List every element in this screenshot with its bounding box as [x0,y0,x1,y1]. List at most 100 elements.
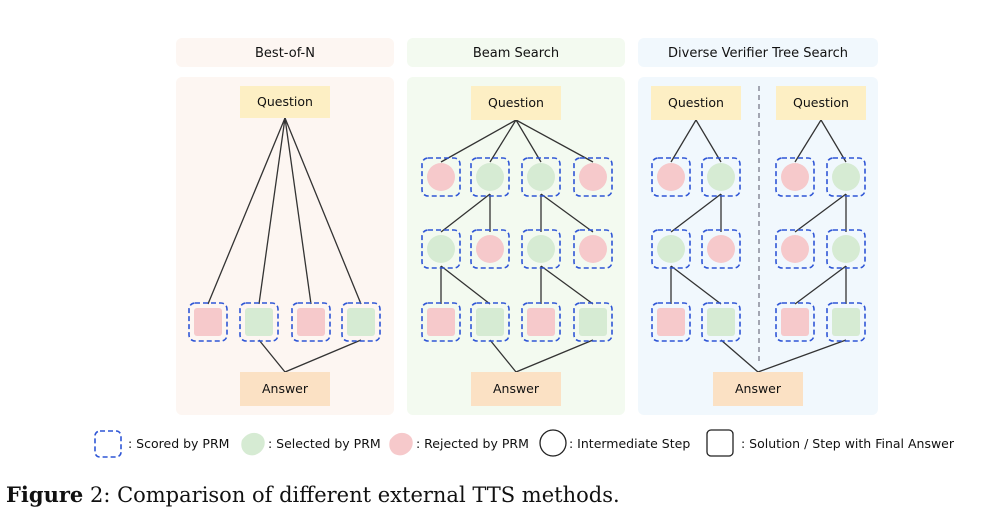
prm-score-frame [701,302,741,342]
step-square [781,308,809,336]
question-label: Question [668,95,724,110]
final-step-node-rejected [651,302,691,342]
edge [440,119,517,163]
prm-score-frame [521,157,561,197]
edge [670,193,722,233]
prm-score-frame [826,157,866,197]
final-step-node-selected [701,302,741,342]
edge [515,339,594,373]
panel-body-bg [407,77,625,415]
intermediate-step-node-rejected [701,229,741,269]
question-box [240,86,330,118]
caption-number: 2 [83,483,104,507]
step-square [527,308,555,336]
step-circle [707,235,735,263]
final-step-node-rejected [291,302,331,342]
intermediate-step-node-rejected [573,157,613,197]
legend-intermediate-label: : Intermediate Step [569,436,690,451]
panel-title: Diverse Verifier Tree Search [668,46,848,61]
intermediate-step-node-selected [521,157,561,197]
prm-score-frame [826,229,866,269]
answer-box [240,372,330,406]
prm-score-frame [651,302,691,342]
legend-rejected-label: : Rejected by PRM [416,436,529,451]
edge [670,265,722,305]
final-step-node-selected [341,302,381,342]
panel-header-bg [176,38,394,67]
final-step-node-selected [826,302,866,342]
prm-score-frame [521,302,561,342]
prm-score-frame [775,157,815,197]
step-square [657,308,685,336]
answer-box [471,372,561,406]
prm-score-frame [775,302,815,342]
answer-box [713,372,803,406]
step-square [476,308,504,336]
question-box [776,86,866,120]
final-step-node-rejected [188,302,228,342]
prm-score-frame [421,157,461,197]
panel-header-bg [407,38,625,67]
step-square [707,308,735,336]
edge [540,265,594,305]
step-square [347,308,375,336]
panel-title: Beam Search [473,46,559,61]
question-box [651,86,741,120]
step-circle [527,235,555,263]
step-circle [527,163,555,191]
step-circle [476,163,504,191]
step-circle [707,163,735,191]
prm-score-frame [701,157,741,197]
step-circle [427,163,455,191]
prm-score-frame [521,229,561,269]
edge [515,119,542,163]
legend-selected-swatch [241,432,265,456]
edge [258,117,286,305]
question-box [471,86,561,120]
prm-score-frame [775,229,815,269]
final-step-node-rejected [421,302,461,342]
panel-best-of-n: Best-of-N [176,38,394,415]
intermediate-step-node-selected [470,157,510,197]
final-step-node-rejected [521,302,561,342]
prm-score-frame [421,302,461,342]
step-circle [427,235,455,263]
prm-score-frame [826,302,866,342]
panel-dvts: Diverse Verifier Tree Search [638,38,878,415]
prm-score-frame [291,302,331,342]
legend-intermediate-swatch [539,429,567,457]
prm-score-frame [470,302,510,342]
figure-caption: Figure 2: Comparison of different extern… [6,482,996,507]
step-circle [657,163,685,191]
legend: : Scored by PRM : Selected by PRM : Reje… [94,429,955,458]
answer-label: Answer [735,381,782,396]
step-circle [781,163,809,191]
edge [440,193,491,233]
edge [284,339,362,373]
intermediate-step-node-selected [421,229,461,269]
step-square [194,308,222,336]
intermediate-step-node-rejected [470,229,510,269]
prm-score-frame [651,157,691,197]
step-square [832,308,860,336]
step-circle [579,163,607,191]
question-label: Question [257,94,313,109]
step-square [245,308,273,336]
answer-label: Answer [493,381,540,396]
prm-score-frame [239,302,279,342]
edge [794,193,847,233]
legend-solution-label: : Solution / Step with Final Answer [741,436,955,451]
panel-body-bg [638,77,878,415]
prm-score-frame [573,302,613,342]
step-circle [832,163,860,191]
step-circle [832,235,860,263]
intermediate-step-node-selected [651,229,691,269]
final-step-node-rejected [775,302,815,342]
prm-score-frame [651,229,691,269]
prm-score-frame [701,229,741,269]
intermediate-step-node-rejected [421,157,461,197]
question-answer-boxes: Question Answer Question Answer Question… [240,86,866,406]
intermediate-step-node-rejected [651,157,691,197]
intermediate-step-node-selected [701,157,741,197]
legend-solution-swatch [706,429,734,457]
